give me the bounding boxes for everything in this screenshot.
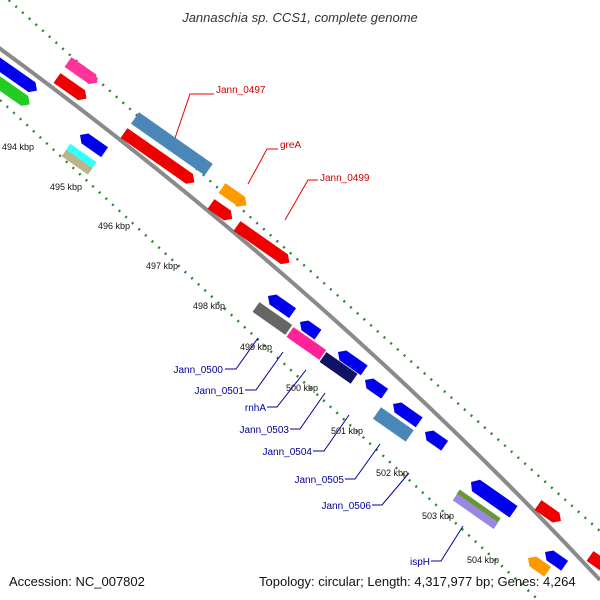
- tick-label-501: 501 kbp: [331, 426, 363, 436]
- gene-forward-4[interactable]: [53, 73, 90, 103]
- gene-rnha[interactable]: [252, 302, 293, 335]
- tick-label-494: 494 kbp: [2, 142, 34, 152]
- tick-label-504: 504 kbp: [467, 555, 499, 565]
- label-jann-0501[interactable]: Jann_0501: [195, 386, 245, 397]
- label-rnha[interactable]: rnhA: [245, 403, 266, 414]
- reverse-genes[interactable]: [61, 130, 569, 577]
- gene-reverse-18[interactable]: [525, 553, 552, 577]
- gene-forward-1[interactable]: [0, 57, 40, 96]
- gene-forward-11[interactable]: [586, 551, 600, 573]
- forward-gene-labels: Jann_0497 greA Jann_0499: [216, 85, 370, 184]
- tick-label-502: 502 kbp: [376, 468, 408, 478]
- gene-forward-10[interactable]: [534, 500, 565, 526]
- label-jann-0506[interactable]: Jann_0506: [322, 501, 372, 512]
- gene-jann-0504[interactable]: [319, 352, 358, 384]
- gene-jann-0505[interactable]: [372, 407, 414, 442]
- gene-reverse-15[interactable]: [456, 489, 501, 524]
- gene-grea[interactable]: [218, 183, 250, 210]
- gene-jann-0500[interactable]: [265, 291, 297, 319]
- gene-forward-3[interactable]: [64, 57, 101, 87]
- gene-jann-0497[interactable]: [130, 112, 213, 176]
- inner-guide: [0, 99, 541, 600]
- gene-reverse-17[interactable]: [542, 547, 569, 571]
- forward-leaders: [174, 93, 318, 221]
- gene-forward-6[interactable]: [120, 128, 198, 187]
- accession-text: Accession: NC_007802: [9, 574, 145, 589]
- topology-summary: Topology: circular; Length: 4,317,977 bp…: [259, 574, 576, 589]
- tick-label-495: 495 kbp: [50, 182, 82, 192]
- gene-forward-2[interactable]: [0, 73, 33, 109]
- map-title: Jannaschia sp. CCS1, complete genome: [182, 10, 418, 25]
- label-jann-0503[interactable]: Jann_0503: [240, 425, 290, 436]
- label-jann-0499[interactable]: Jann_0499: [320, 173, 370, 184]
- gene-reverse-1[interactable]: [77, 130, 109, 158]
- label-jann-0504[interactable]: Jann_0504: [263, 447, 313, 458]
- tick-label-500: 500 kbp: [286, 383, 318, 393]
- genome-backbone: [0, 46, 600, 582]
- label-jann-0497[interactable]: Jann_0497: [216, 85, 266, 96]
- label-jann-0505[interactable]: Jann_0505: [295, 475, 345, 486]
- gene-reverse-13[interactable]: [422, 427, 449, 451]
- gene-reverse-9[interactable]: [335, 347, 368, 376]
- tick-label-503: 503 kbp: [422, 511, 454, 521]
- tick-labels: 494 kbp 495 kbp 496 kbp 497 kbp 498 kbp …: [2, 142, 499, 565]
- gene-reverse-2[interactable]: [65, 143, 97, 169]
- label-jann-0500[interactable]: Jann_0500: [174, 365, 224, 376]
- gene-reverse-14[interactable]: [467, 476, 518, 518]
- gene-isph[interactable]: [452, 493, 499, 529]
- gene-jann-0503[interactable]: [286, 327, 327, 360]
- label-isph[interactable]: ispH: [410, 557, 430, 568]
- gene-forward-8[interactable]: [207, 199, 236, 224]
- gene-reverse-10[interactable]: [362, 375, 389, 399]
- label-grea[interactable]: greA: [280, 140, 301, 151]
- tick-label-498: 498 kbp: [193, 301, 225, 311]
- reverse-leaders: [225, 337, 464, 562]
- outer-guide: [6, 0, 600, 533]
- gene-reverse-3[interactable]: [61, 149, 93, 175]
- tick-label-497: 497 kbp: [146, 261, 178, 271]
- gene-jann-0501[interactable]: [297, 317, 322, 340]
- tick-label-499: 499 kbp: [240, 342, 272, 352]
- gene-jann-0499[interactable]: [233, 221, 293, 268]
- forward-genes[interactable]: [0, 57, 600, 573]
- gene-jann-0506[interactable]: [390, 399, 423, 428]
- reverse-gene-labels: Jann_0500 Jann_0501 rnhA Jann_0503 Jann_…: [174, 365, 431, 568]
- tick-label-496: 496 kbp: [98, 221, 130, 231]
